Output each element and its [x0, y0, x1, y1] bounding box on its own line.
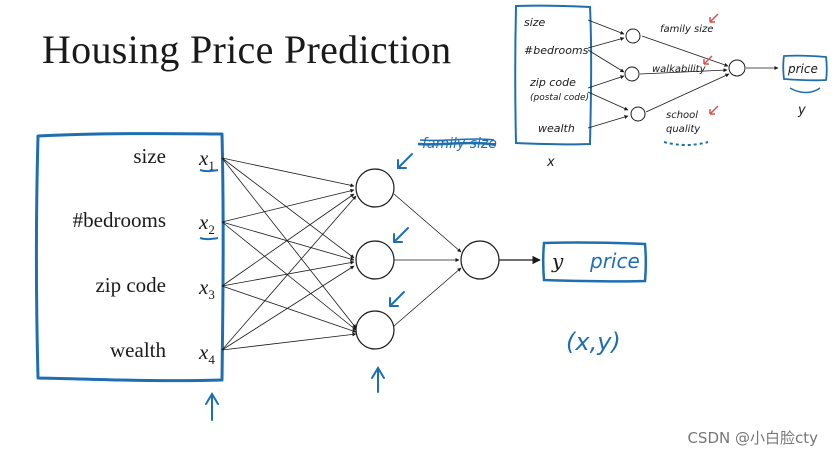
input-var-x2: x2: [199, 210, 215, 238]
inset-hidden-quality: quality: [666, 124, 701, 135]
annotation-arrows: [205, 153, 413, 421]
output-node: [460, 240, 500, 280]
hidden-node-2: [355, 240, 395, 280]
inset-output-price: price: [787, 62, 818, 76]
inset-diagram: size #bedrooms zip code (postal code) we…: [514, 4, 828, 170]
inset-input-postal: (postal code): [530, 93, 589, 103]
input-edges: [221, 157, 357, 351]
inset-input-size: size: [524, 16, 546, 29]
feature-label-size: size: [133, 144, 166, 168]
inset-hidden-walk: walkability: [652, 64, 707, 75]
inset-x-label: x: [546, 155, 555, 170]
inset-input-wealth: wealth: [538, 122, 575, 135]
feature-label-bedrooms: #bedrooms: [72, 208, 166, 232]
input-var-x4: x4: [199, 340, 215, 368]
output-price: price: [589, 249, 640, 273]
watermark: CSDN @小白脸cty: [687, 429, 818, 447]
output-y: y: [551, 249, 564, 273]
x1-underline: [199, 169, 219, 173]
hidden-node-3: [355, 310, 395, 350]
inset-y-label: y: [797, 103, 806, 118]
hidden-edges: [393, 193, 462, 327]
output-box-outline: [542, 241, 647, 283]
input-var-x1: x1: [199, 146, 215, 174]
pair-note: (x,y): [566, 328, 621, 356]
inset-input-bedrooms: #bedrooms: [524, 44, 589, 57]
input-box-outline: [35, 132, 225, 383]
input-var-x3: x3: [199, 275, 215, 303]
inset-hidden-school: school: [666, 110, 698, 121]
x2-underline: [199, 237, 219, 241]
slide-title: Housing Price Prediction: [42, 27, 452, 72]
feature-label-wealth: wealth: [110, 338, 166, 362]
inset-hidden-family: family size: [660, 24, 713, 35]
feature-label-zip: zip code: [95, 273, 166, 297]
inset-input-zip: zip code: [529, 76, 576, 89]
strike-line: [417, 141, 497, 147]
inset-red-arrows: [703, 13, 719, 115]
hidden-node-1: [355, 168, 395, 208]
